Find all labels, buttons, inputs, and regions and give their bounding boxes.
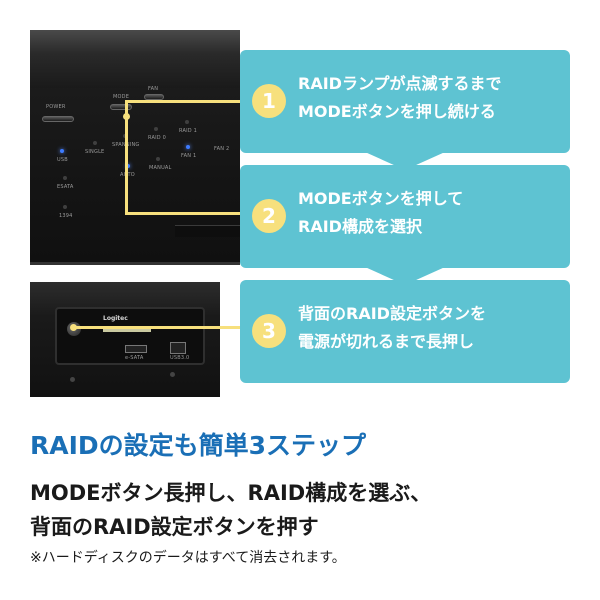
- step-1-box: 1 RAIDランプが点滅するまで MODEボタンを押し続ける: [240, 50, 570, 153]
- headline: RAIDの設定も簡単3ステップ: [30, 431, 367, 460]
- esata-label: ESATA: [57, 184, 74, 190]
- device-back-photo: Logitec e-SATA USB3.0: [30, 282, 220, 397]
- fan1-label: FAN 1: [181, 153, 197, 159]
- brand-logo: Logitec: [103, 315, 128, 322]
- single-label: SINGLE: [85, 149, 105, 155]
- mode-button: [110, 104, 132, 110]
- step-3-text: 背面のRAID設定ボタンを 電源が切れるまで長押し: [298, 304, 486, 351]
- step-3-number: 3: [252, 314, 286, 348]
- connector-line-2-horizontal: [125, 212, 250, 215]
- raid1-label: RAID 1: [179, 128, 197, 134]
- esata-port: [125, 345, 147, 353]
- usb-port: [170, 342, 186, 354]
- connector-line-1-horizontal: [125, 100, 250, 103]
- usb-led: [60, 149, 64, 153]
- note: ※ハードディスクのデータはすべて消去されます。: [30, 550, 346, 566]
- fan-button: [144, 94, 164, 100]
- power-button: [42, 116, 74, 122]
- device-front-photo: POWER MODE FAN USB SINGLE SPANNING RAID …: [30, 30, 240, 265]
- fan-label: FAN: [148, 86, 159, 92]
- step-2-text: MODEボタンを押して RAID構成を選択: [298, 189, 464, 236]
- esata-port-label: e-SATA: [125, 355, 144, 361]
- drive-slot: [175, 225, 240, 237]
- device-bottom-edge: [30, 262, 240, 265]
- description: MODEボタン長押し、RAID構成を選ぶ、 背面のRAID設定ボタンを押す: [30, 481, 432, 539]
- step-1-text: RAIDランプが点滅するまで MODEボタンを押し続ける: [298, 74, 502, 121]
- step-2-box: 2 MODEボタンを押して RAID構成を選択: [240, 165, 570, 268]
- raid1-led: [185, 120, 189, 124]
- rear-panel: [55, 307, 205, 365]
- auto-led: [126, 164, 130, 168]
- raid0-label: RAID 0: [148, 135, 166, 141]
- manual-label: MANUAL: [149, 165, 172, 171]
- connector-line-1-vertical: [125, 100, 128, 116]
- ieee1394-led: [63, 205, 67, 209]
- step-2-number: 2: [252, 199, 286, 233]
- esata-led: [63, 176, 67, 180]
- screw: [170, 372, 175, 377]
- manual-led: [156, 157, 160, 161]
- usb-port-label: USB3.0: [170, 355, 190, 361]
- mode-label: MODE: [113, 94, 130, 100]
- usb-label: USB: [57, 157, 68, 163]
- connector-line-3-horizontal: [73, 326, 250, 329]
- single-led: [93, 141, 97, 145]
- fan1-led: [186, 145, 190, 149]
- power-label: POWER: [46, 104, 66, 110]
- raid0-led: [154, 127, 158, 131]
- connector-dot-1: [123, 113, 130, 120]
- device-top-bezel: [30, 30, 240, 88]
- step-1-number: 1: [252, 84, 286, 118]
- screw: [70, 377, 75, 382]
- connector-line-2-vertical: [125, 118, 128, 214]
- step-3-box: 3 背面のRAID設定ボタンを 電源が切れるまで長押し: [240, 280, 570, 383]
- ieee1394-label: 1394: [59, 213, 73, 219]
- spec-sticker: [103, 326, 151, 332]
- fan2-label: FAN 2: [214, 146, 230, 152]
